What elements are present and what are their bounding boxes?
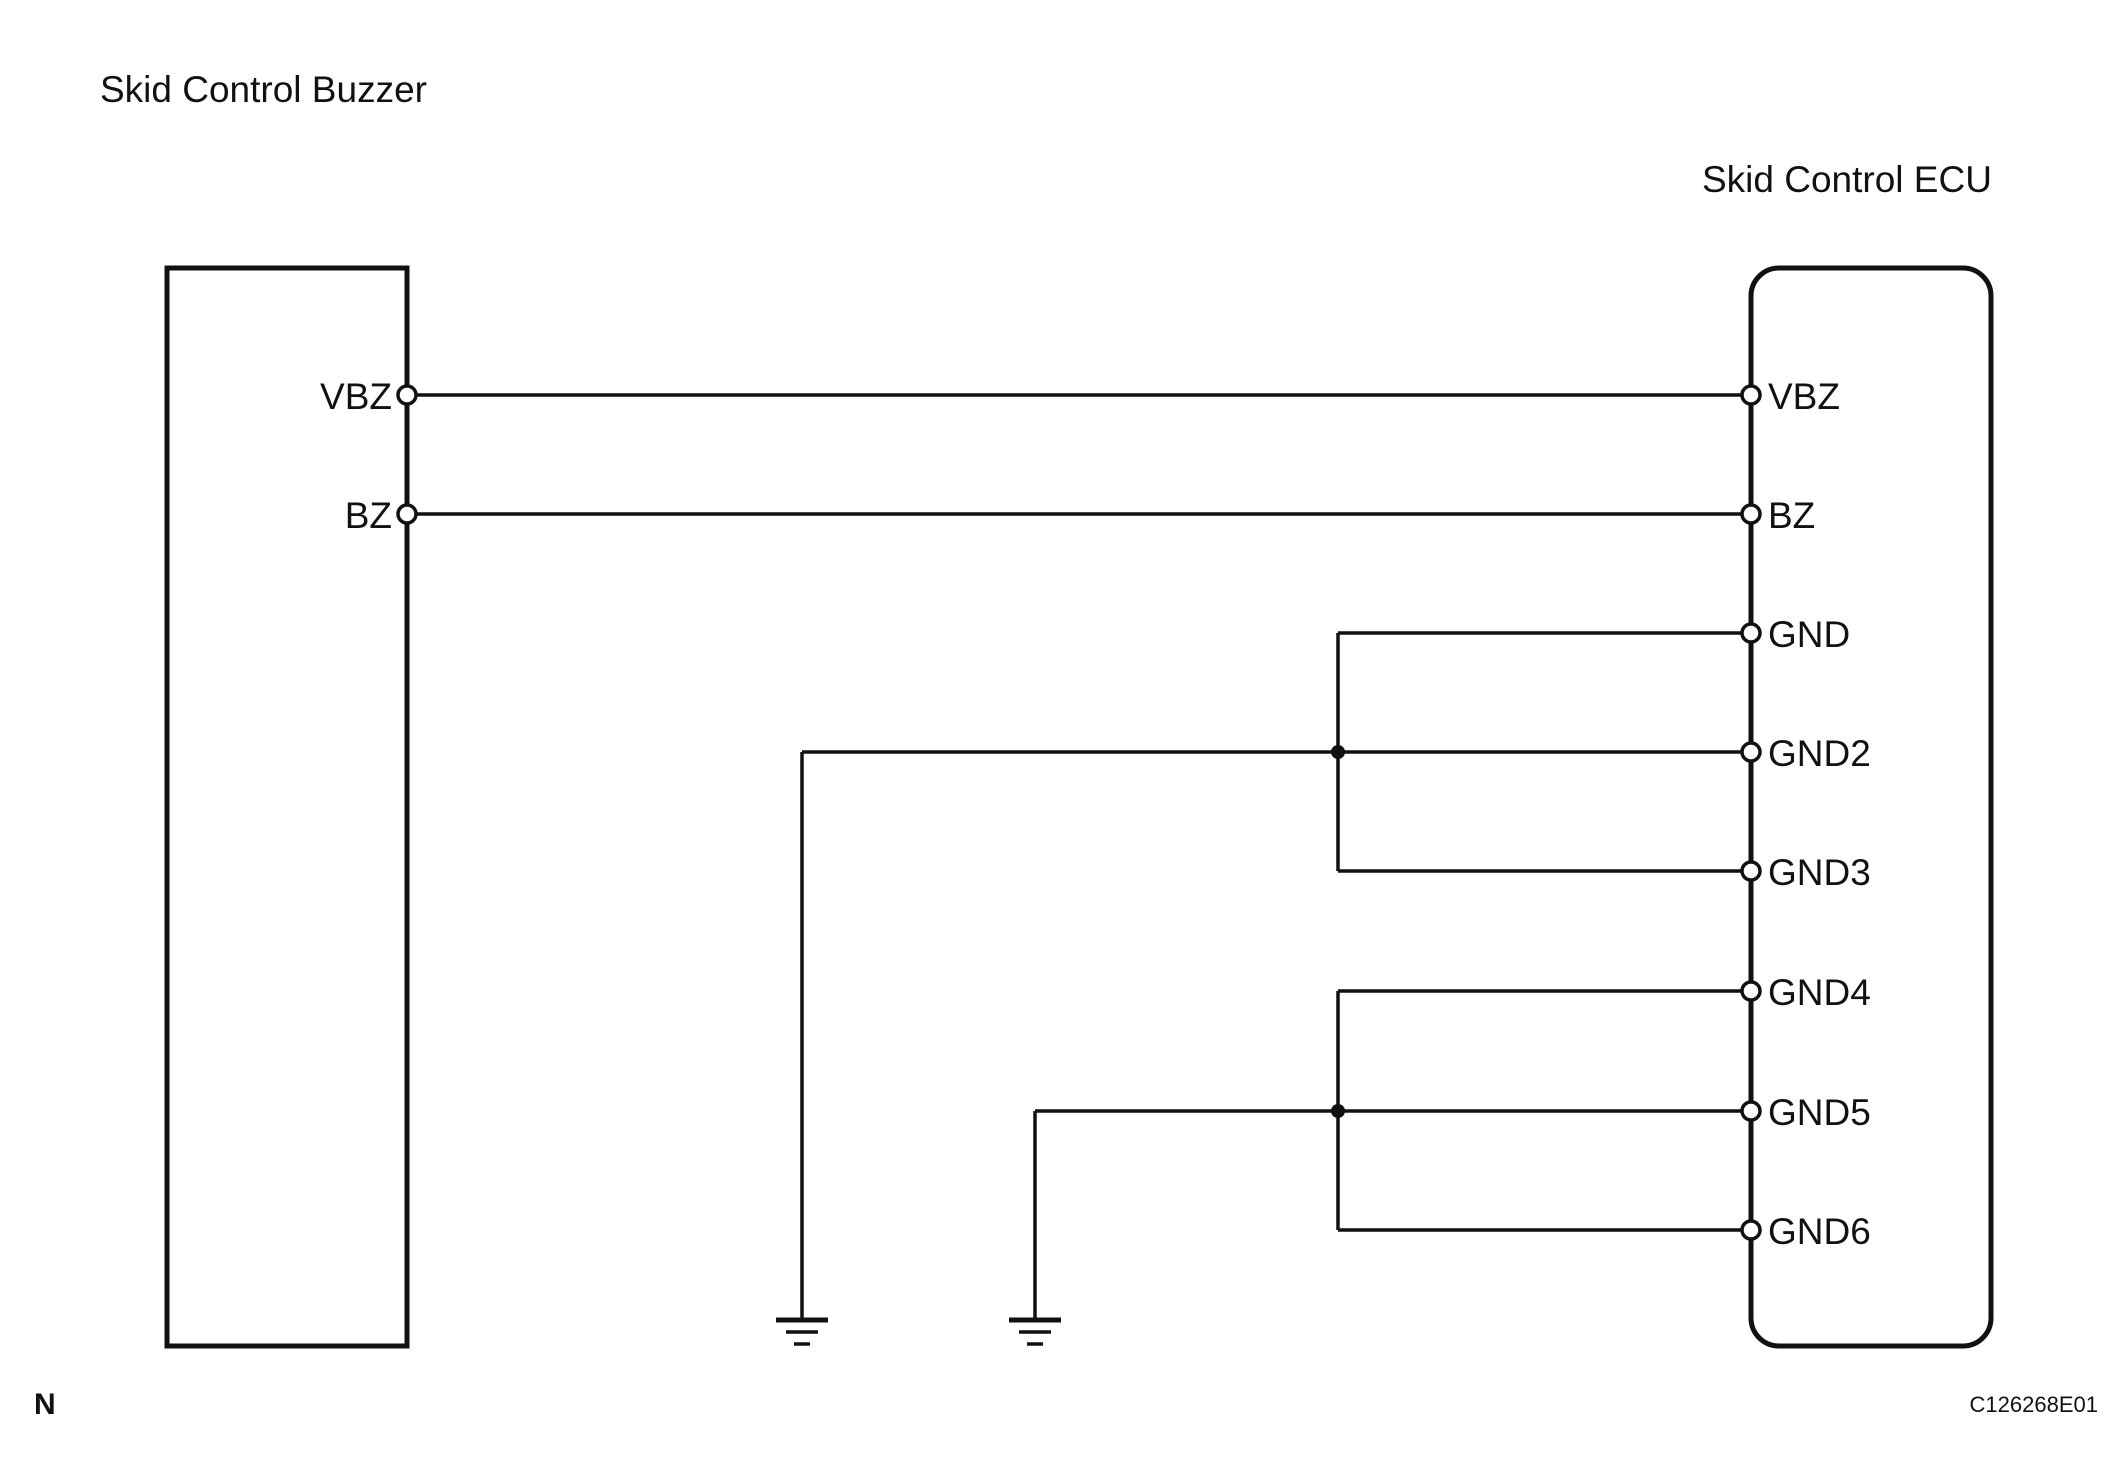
ecu-pin-vbz-label: VBZ xyxy=(1768,376,1840,417)
ecu-pin-gnd-label: GND xyxy=(1768,614,1850,655)
buzzer-pin-vbz-label: VBZ xyxy=(320,376,392,417)
buzzer-pin-bz-label: BZ xyxy=(345,495,392,536)
ecu-terminal-gnd4 xyxy=(1740,980,1762,1002)
ecu-terminal-gnd5 xyxy=(1740,1100,1762,1122)
ecu-terminal-gnd3 xyxy=(1740,860,1762,882)
ecu-terminal-gnd2 xyxy=(1740,741,1762,763)
ecu-terminal-bz xyxy=(1740,503,1762,525)
buzzer-terminal-vbz xyxy=(396,384,418,406)
ecu-terminal-gnd6 xyxy=(1740,1219,1762,1241)
ground-symbol-icon xyxy=(1009,1317,1061,1346)
ecu-pin-bz-label: BZ xyxy=(1768,495,1815,536)
buzzer-terminal-bz xyxy=(396,503,418,525)
ecu-terminal-gnd xyxy=(1740,622,1762,644)
ecu-title: Skid Control ECU xyxy=(1702,159,1992,200)
ecu-pin-gnd3-label: GND3 xyxy=(1768,852,1871,893)
ecu-pin-gnd2-label: GND2 xyxy=(1768,733,1871,774)
ground-group-2-wires xyxy=(1033,989,1751,1320)
footer-right-code: C126268E01 xyxy=(1970,1392,2098,1417)
ecu-box xyxy=(1748,265,1994,1349)
junction-dot-2 xyxy=(1331,1104,1345,1118)
junction-dot-1 xyxy=(1331,745,1345,759)
ecu-pin-gnd6-label: GND6 xyxy=(1768,1211,1871,1252)
ground-group-1-wires xyxy=(800,631,1751,1320)
ground-symbol-icon xyxy=(776,1317,828,1346)
ecu-pin-gnd5-label: GND5 xyxy=(1768,1092,1871,1133)
footer-left-code: N xyxy=(34,1388,56,1421)
ecu-pin-gnd4-label: GND4 xyxy=(1768,972,1871,1013)
ecu-terminal-vbz xyxy=(1740,384,1762,406)
buzzer-box xyxy=(164,265,410,1349)
buzzer-title: Skid Control Buzzer xyxy=(100,69,427,110)
